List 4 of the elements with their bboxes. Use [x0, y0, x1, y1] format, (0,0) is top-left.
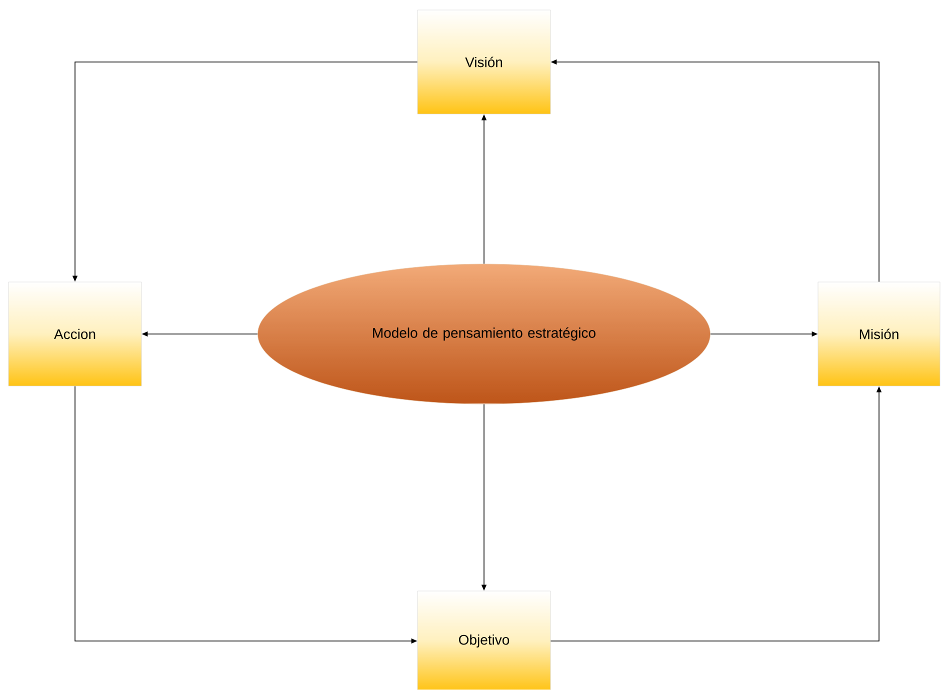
process-box: Visión — [417, 10, 551, 114]
process-box: Accion — [8, 282, 142, 386]
process-box: Objetivo — [417, 590, 551, 690]
process-box: Misión — [818, 282, 940, 386]
